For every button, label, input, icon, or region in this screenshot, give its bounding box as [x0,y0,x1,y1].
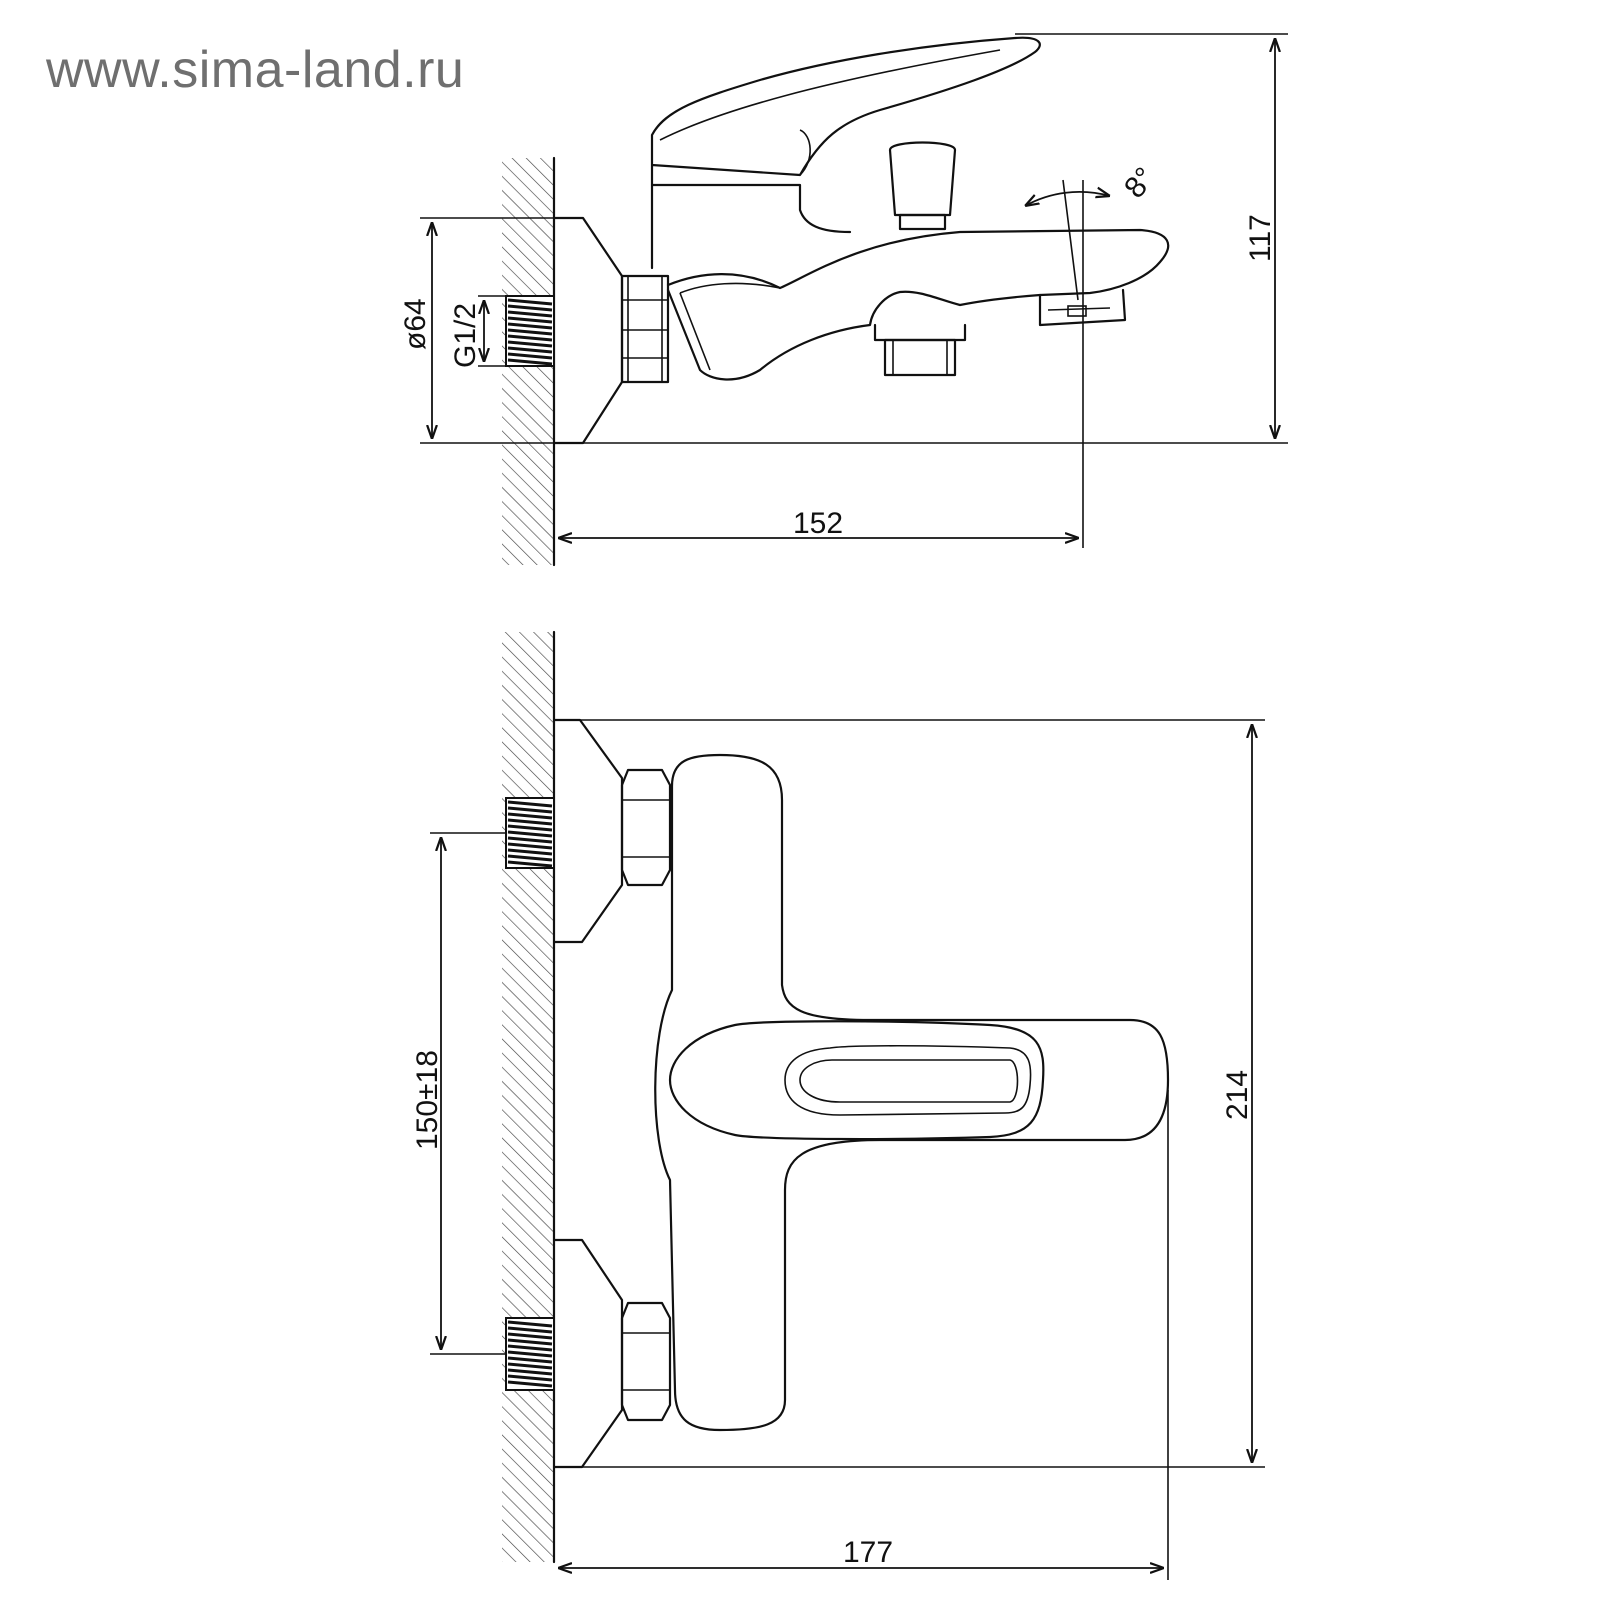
thread-ridge [507,352,553,360]
lever-handle-top [668,1020,1045,1141]
dimension-height: 117 [554,33,1288,444]
thread-ridge [507,304,553,312]
watermark-text: www.sima-land.ru [46,41,465,99]
thread-ridge [507,298,553,306]
thread-ridge [507,1350,553,1358]
hex-nut-upper [620,768,672,887]
threaded-pipe-lower [505,1317,555,1391]
thread-ridge [507,340,553,348]
diverter-outlet-side [873,323,967,377]
dim-label-length-top: 177 [843,1536,893,1569]
dimension-diameter: ø64 [399,217,554,444]
escutcheon-lower [552,1238,624,1469]
faucet-body-top [654,753,1170,1432]
threaded-pipe-upper [505,797,555,869]
thread-ridge [507,310,553,318]
dim-label-thread: G1/2 [449,303,482,368]
diverter-knob-side [888,141,957,231]
thread-ridge [507,316,553,324]
thread-ridge [507,848,553,856]
thread-ridge [507,860,553,868]
thread-ridge [507,824,553,832]
hex-nut-side [620,274,670,384]
thread-ridge [507,830,553,838]
thread-ridge [507,842,553,850]
thread-ridge [507,1380,553,1388]
dim-label-angle: 8° [1118,161,1162,204]
dimension-thread: G1/2 [449,295,506,368]
dim-label-height: 117 [1244,214,1277,262]
dim-label-width: 214 [1221,1070,1254,1120]
thread-ridge [507,1320,553,1328]
wall-hatch-top [502,632,554,1562]
thread-ridge [507,328,553,336]
thread-ridge [507,358,553,366]
thread-ridge [507,836,553,844]
dimension-spacing: 150±18 [411,832,506,1355]
dim-label-diameter: ø64 [399,298,432,350]
thread-ridge [507,334,553,342]
thread-ridge [507,818,553,826]
thread-ridge [507,800,553,808]
thread-ridge [507,1344,553,1352]
faucet-body-side [666,228,1170,381]
hex-nut-lower [620,1301,672,1422]
dimension-length-top: 177 [558,1090,1169,1580]
threaded-pipe-side [505,295,555,367]
thread-ridge [507,806,553,814]
thread-ridge [507,1338,553,1346]
thread-ridge [507,1368,553,1376]
side-view: ø64 G1/2 117 152 8° [399,33,1288,567]
thread-ridge [507,1356,553,1364]
escutcheon-upper [552,718,624,944]
thread-ridge [507,1374,553,1382]
dimension-length: 152 [558,180,1084,548]
dim-label-spacing: 150±18 [411,1050,444,1150]
thread-ridge [507,1362,553,1370]
thread-ridge [507,1332,553,1340]
thread-ridge [507,346,553,354]
dimension-width: 214 [554,719,1265,1468]
lever-handle-side [650,36,1041,270]
dim-label-length: 152 [793,507,843,540]
thread-ridge [507,1326,553,1334]
thread-ridge [507,854,553,862]
top-view: 150±18 214 177 [411,630,1265,1580]
thread-ridge [507,812,553,820]
thread-ridge [507,322,553,330]
escutcheon-side [552,216,624,445]
